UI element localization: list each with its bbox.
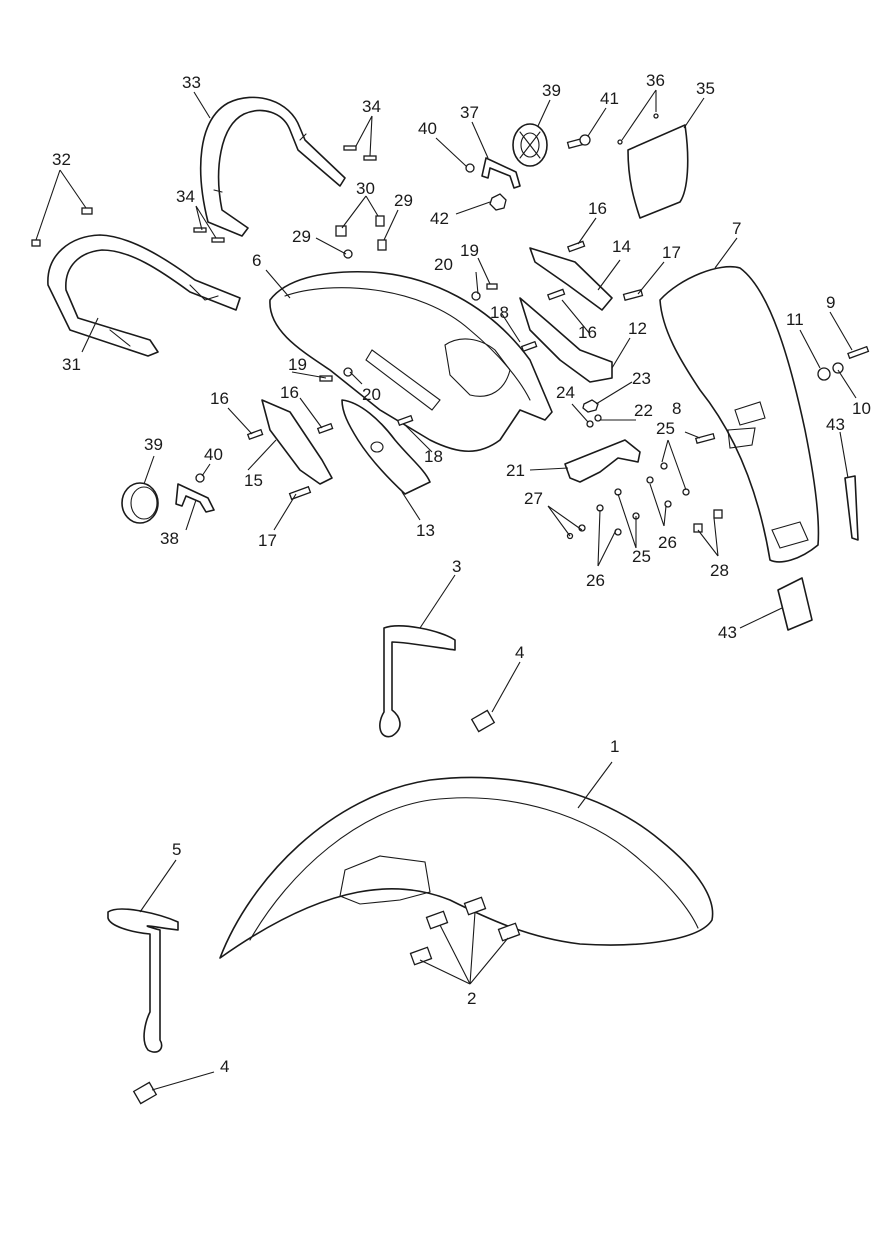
callout: 21 [506,461,525,480]
callout: 25 [632,547,651,566]
callout: 40 [204,445,223,464]
bracket-13 [341,399,431,495]
callout: 13 [416,521,435,540]
callout: 4 [515,643,524,662]
stay-5 [107,908,179,1053]
callout: 3 [452,557,461,576]
callout: 38 [160,529,179,548]
callout: 17 [258,531,277,550]
reflector-upper [512,123,548,167]
number-plate [627,124,689,219]
callout: 7 [732,219,741,238]
rear-mudguard-section [269,270,553,452]
callouts: 1 2 3 4 4 5 6 7 8 9 10 11 12 13 14 15 16… [52,71,871,1076]
callout: 27 [524,489,543,508]
callout: 24 [556,383,575,402]
bracket-37 [481,157,521,189]
callout: 1 [610,737,619,756]
label-43b [777,577,813,631]
callout: 34 [176,187,195,206]
callout: 41 [600,89,619,108]
label-43a [844,475,859,541]
callout: 5 [172,840,181,859]
callout: 17 [662,243,681,262]
callout: 14 [612,237,631,256]
callout: 11 [786,310,804,329]
callout: 20 [434,255,453,274]
callout: 16 [280,383,299,402]
callout: 37 [460,103,479,122]
callout: 29 [394,191,413,210]
callout: 18 [490,303,509,322]
callout: 36 [646,71,665,90]
callout: 35 [696,79,715,98]
callout: 39 [542,81,561,100]
rear-fender-extension [659,266,820,563]
callout: 23 [632,369,651,388]
front-mudguard [219,776,714,959]
callout: 19 [288,355,307,374]
callout: 39 [144,435,163,454]
callout: 32 [52,150,71,169]
bracket-12 [519,297,613,383]
leader-lines [35,89,857,1091]
callout: 16 [588,199,607,218]
callout: 10 [852,399,871,418]
callout: 2 [467,989,476,1008]
callout: 40 [418,119,437,138]
callout: 16 [578,323,597,342]
callout: 31 [62,355,81,374]
callout: 30 [356,179,375,198]
callout: 8 [672,399,681,418]
callout: 22 [634,401,653,420]
callout: 15 [244,471,263,490]
reflector-cap [121,482,159,524]
stay-3 [379,625,456,738]
callout: 43 [826,415,845,434]
callout: 25 [656,419,675,438]
bracket-38 [175,483,215,513]
callout: 18 [424,447,443,466]
callout: 4 [220,1057,229,1076]
callout: 29 [292,227,311,246]
callout: 42 [430,209,449,228]
bracket-15 [261,399,333,485]
callout: 19 [460,241,479,260]
callout: 26 [586,571,605,590]
callout: 28 [710,561,729,580]
grab-rail-lower [47,234,241,357]
callout: 20 [362,385,381,404]
callout: 12 [628,319,647,338]
callout: 33 [182,73,201,92]
callout: 26 [658,533,677,552]
grab-rail-upper [199,96,346,237]
callout: 16 [210,389,229,408]
callout: 9 [826,293,835,312]
bracket-21 [564,439,641,483]
callout: 43 [718,623,737,642]
callout: 6 [252,251,261,270]
bracket-14 [529,247,613,311]
callout: 34 [362,97,381,116]
